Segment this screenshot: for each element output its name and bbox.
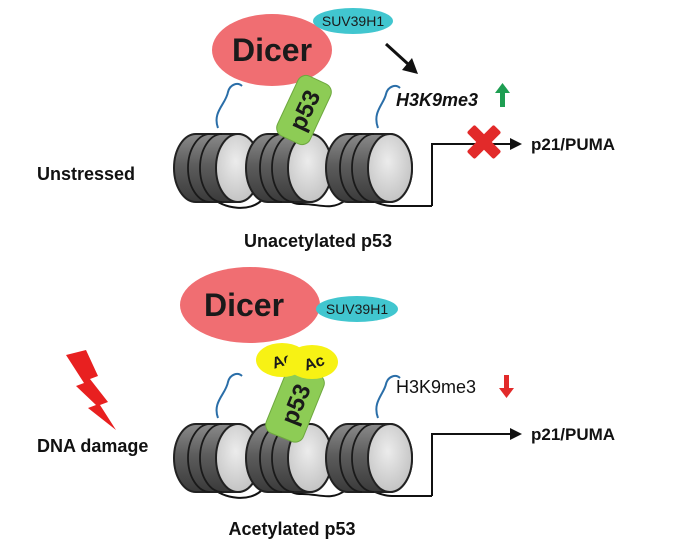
block-x-icon [467,125,501,159]
bottom-panel: Dicer SUV39H1 p53 Ac Ac H3K9me3 p21/PUMA… [37,267,615,539]
gene-label-bottom: p21/PUMA [531,425,615,444]
acetyl-2-label: Ac [302,352,327,375]
h3k9me3-bottom-label: H3K9me3 [396,377,476,397]
nucleosome-bottom-3 [325,423,413,493]
suv39h1-top-label: SUV39H1 [322,13,384,29]
h3k9me3-top-label: H3K9me3 [396,90,478,110]
p53-bottom: p53 [265,365,325,443]
arrow-down-icon [499,375,514,398]
caption-bottom: Acetylated p53 [228,519,355,539]
nucleosome-top-3 [325,133,413,203]
suv39h1-bottom-label: SUV39H1 [326,301,388,317]
histone-tail-top-1 [215,83,243,129]
suv39h1-bottom [316,296,398,322]
acetyl-2 [286,345,338,379]
histone-tail-bottom-1 [215,373,243,419]
arrow-up-icon [495,83,510,107]
caption-top: Unacetylated p53 [244,231,392,251]
promoter-arrowhead-top [510,138,522,150]
suv-arrow-top [384,42,410,66]
condition-label-bottom: DNA damage [37,436,148,456]
top-panel: Dicer SUV39H1 p53 H3K9me3 p21/PUMA Unstr… [37,8,615,251]
dicer-bottom-label: Dicer [204,287,284,323]
gene-label-top: p21/PUMA [531,135,615,154]
suv39h1-top [313,8,393,34]
lightning-icon [66,350,116,430]
histone-tail-bottom-3 [375,375,401,419]
histone-tail-top-3 [375,85,401,129]
dicer-top-label: Dicer [232,32,312,68]
suv-arrowhead-top [402,58,418,74]
promoter-arrowhead-bottom [510,428,522,440]
dicer-top [212,14,332,86]
dicer-bottom [180,267,320,343]
promoter-arrow-bottom [431,433,512,496]
nucleosome-top-2 [245,133,333,203]
condition-label-top: Unstressed [37,164,135,184]
